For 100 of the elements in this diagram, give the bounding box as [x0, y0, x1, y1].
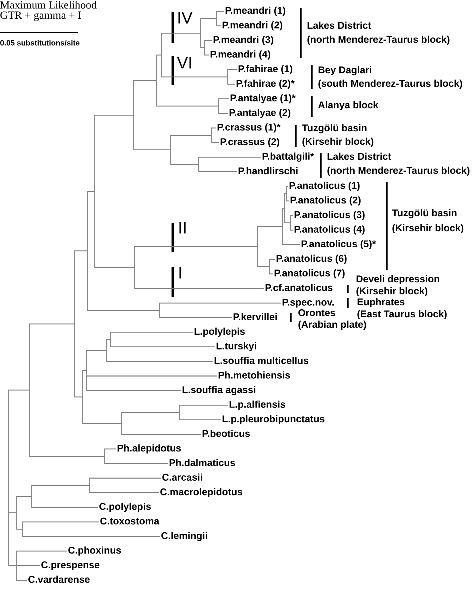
branch-line [110, 332, 194, 333]
region-label: Tuzgölü basin [302, 124, 367, 134]
branch-line [86, 376, 218, 377]
taxon-label: P.kervillei [234, 313, 277, 320]
branch-line [162, 32, 201, 34]
taxon-label: L.p.alfiensis [230, 400, 286, 410]
taxon-label: P.fahirae (1) [238, 65, 293, 74]
taxon-label: P.antalyae (2) [230, 109, 291, 118]
clade-numeral: II [180, 222, 186, 234]
branch-line [16, 580, 28, 581]
taxon-label: P.meandri (2) [222, 22, 283, 31]
branch-line [74, 396, 83, 398]
taxon-label: C.arcasii [162, 474, 202, 481]
branch-line [180, 404, 228, 406]
header-text: GTR + gamma + I [0, 12, 82, 22]
branch-line [30, 324, 75, 325]
taxon-label: P.crassus (2) [220, 138, 280, 148]
branch-line [258, 226, 283, 228]
branch-line [88, 310, 160, 312]
region-label: (south Menderez-Taurus block) [318, 80, 462, 90]
taxon-label: Ph.alepidotus [118, 444, 182, 454]
branch-line [134, 80, 157, 82]
branch-line [8, 512, 17, 514]
taxon-label: P.anatolicus (4) [294, 226, 365, 235]
taxon-label: C.prespense [42, 562, 100, 570]
clade-numeral: I [180, 267, 182, 279]
branch-line [104, 448, 116, 450]
region-label: Alanya block [318, 101, 379, 111]
taxon-label: P.cf.anatolicus [266, 284, 333, 292]
taxon-label: L.turskyi [216, 342, 256, 352]
branch-line [8, 565, 17, 566]
branch-line [22, 522, 100, 523]
taxon-label: P.fahirae (2)* [236, 80, 295, 89]
region-label: Bey Daglari [318, 66, 372, 76]
region-label: Orontes [298, 309, 336, 316]
taxon-label: P.meandri (3) [214, 36, 274, 46]
branch-line [22, 536, 160, 538]
branch-line [8, 390, 30, 391]
branch-line [106, 339, 111, 340]
taxon-label: L.polylepis [194, 328, 245, 338]
branch-line [284, 193, 287, 194]
taxon-label: P.antalyae (1)* [230, 94, 296, 104]
branch-line [110, 346, 216, 348]
region-label: (north Menderez-Taurus block) [328, 166, 470, 176]
taxon-label: C.polylepis [100, 502, 152, 512]
branch-line [16, 496, 32, 498]
branch-line [94, 267, 135, 268]
branch-line [74, 250, 88, 252]
branch-line [134, 288, 264, 290]
branch-line [82, 423, 122, 424]
branch-line [204, 40, 212, 42]
taxon-label: P.anatolicus (2) [290, 196, 361, 206]
region-label: Develi depression [356, 275, 440, 285]
taxon-label: P.anatolicus (3) [294, 211, 365, 220]
region-label: (Arabian plate) [298, 320, 366, 330]
branch-line [104, 463, 168, 464]
branch-line [88, 191, 95, 192]
branch-line [122, 434, 202, 436]
taxon-label: C.macrolepidotus [160, 488, 243, 498]
branch-line [30, 456, 105, 457]
branch-line [282, 244, 300, 246]
branch-line [270, 274, 274, 275]
taxon-label: C.phoxinus [68, 546, 122, 556]
branch-line [16, 550, 68, 552]
region-label: (Kirsehir block) [392, 224, 464, 234]
branch-line [32, 485, 90, 486]
taxon-label: Ph.metohiensis [218, 372, 290, 379]
taxon-label: P.spec.nov. [282, 299, 334, 308]
branch-line [216, 11, 224, 12]
region-label: Euphrates [358, 298, 405, 308]
branch-line [106, 361, 214, 362]
taxon-label: P.battalgili* [262, 152, 314, 162]
taxon-label: C.toxostoma [100, 518, 160, 525]
branch-line [290, 215, 294, 216]
branch-line [134, 150, 171, 151]
taxon-label: L.souffia agassi [182, 386, 256, 396]
branch-line [156, 106, 219, 107]
branch-line [218, 113, 228, 114]
region-label: (Kirsehir block) [356, 287, 428, 297]
branch-line [290, 230, 294, 231]
taxon-label: P.meandri (1) [226, 6, 286, 16]
branch-line [16, 565, 40, 566]
branch-line [94, 115, 134, 116]
region-label: (north Menderez-Taurus block) [308, 36, 450, 46]
taxon-label: P.beoticus [202, 430, 250, 438]
branch-line [160, 302, 282, 304]
branch-line [204, 54, 210, 56]
taxon-label: P.meandri (4) [210, 50, 271, 60]
branch-line [270, 259, 276, 260]
branch-line [90, 492, 160, 494]
branch-line [286, 200, 290, 202]
branch-line [212, 128, 216, 129]
branch-line [16, 529, 23, 530]
clade-numeral: IV [178, 12, 193, 24]
region-label: Lakes District [308, 22, 372, 30]
branch-line [32, 507, 98, 508]
region-label: Tuzgölü basin [392, 209, 457, 219]
region-label: (Kirsehir block) [302, 138, 374, 148]
clade-numeral: VI [177, 57, 192, 69]
branch-line [212, 142, 220, 144]
